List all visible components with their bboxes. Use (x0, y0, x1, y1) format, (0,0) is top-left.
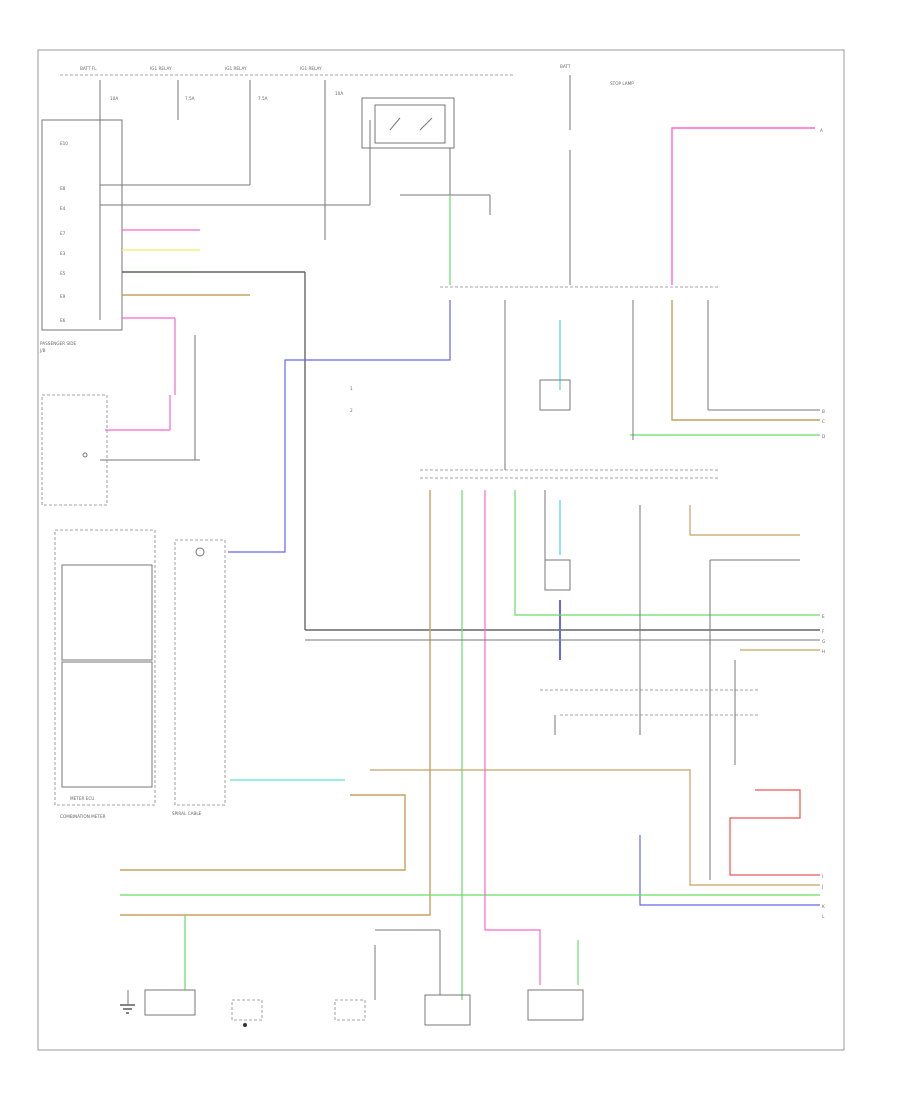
wire-pink-6 (484, 490, 541, 985)
svg-text:B: B (822, 409, 825, 414)
svg-text:E9: E9 (60, 294, 66, 299)
svg-text:D: D (822, 434, 825, 439)
svg-text:J/B: J/B (39, 348, 46, 353)
svg-text:10A: 10A (110, 96, 118, 101)
svg-text:STOP LAMP: STOP LAMP (610, 81, 634, 86)
misc-wires (305, 300, 820, 880)
spiral-cable: SPIRAL CABLE (172, 539, 226, 816)
wire-tan-6 (689, 505, 800, 536)
bottom-components (144, 929, 584, 1026)
svg-text:E3: E3 (60, 251, 66, 256)
svg-text:7.5A: 7.5A (258, 96, 268, 101)
wire-tan-3 (120, 794, 406, 871)
svg-text:BATT FL: BATT FL (80, 66, 97, 71)
wire-tan-5 (671, 300, 820, 421)
svg-text:E4: E4 (60, 206, 66, 211)
svg-text:K: K (822, 904, 825, 909)
svg-text:E10: E10 (60, 141, 68, 146)
brake-actuator-box (539, 379, 571, 411)
combination-meter: COMBINATION METER METER ECU (54, 529, 156, 819)
svg-text:E5: E5 (60, 271, 66, 276)
svg-text:PASSENGER SIDE: PASSENGER SIDE (40, 341, 76, 346)
splice-icon (243, 1023, 247, 1027)
wire-blue-3 (639, 835, 820, 906)
svg-text:L: L (822, 914, 825, 919)
svg-text:F: F (822, 629, 825, 634)
svg-text:E8: E8 (60, 186, 66, 191)
wire-tan-2 (120, 490, 431, 916)
svg-text:10A: 10A (335, 91, 343, 96)
svg-text:COMBINATION METER: COMBINATION METER (60, 814, 106, 819)
diagram-frame (37, 49, 845, 1051)
relay-box (361, 97, 491, 285)
svg-text:E6: E6 (60, 318, 66, 323)
ground-icon (120, 990, 135, 1014)
svg-text:IG1 RELAY: IG1 RELAY (225, 66, 247, 71)
wire-pink-7 (671, 127, 815, 285)
svg-text:BATT: BATT (560, 64, 571, 69)
svg-text:G: G (822, 639, 825, 644)
svg-text:E: E (822, 614, 825, 619)
svg-text:I: I (822, 874, 823, 879)
fuse-row: BATT FL IG1 RELAY IG1 RELAY IG1 RELAY 10… (80, 66, 371, 320)
right-connectors: A B C D E F G H I J K L (820, 128, 825, 919)
wire-green-5 (514, 490, 820, 616)
svg-text:A: A (820, 128, 823, 133)
svg-text:IG1 RELAY: IG1 RELAY (150, 66, 172, 71)
svg-text:C: C (822, 419, 825, 424)
pin-labels: E10 E8 E4 E7 E3 E5 E9 E6 1 2 (60, 141, 353, 413)
battery-feed: BATT STOP LAMP (560, 64, 634, 285)
stop-light-switch (41, 335, 200, 506)
svg-text:E7: E7 (60, 231, 66, 236)
wire-tan-4 (370, 769, 820, 886)
svg-text:J: J (821, 884, 823, 889)
svg-text:H: H (822, 649, 825, 654)
svg-text:1: 1 (350, 386, 353, 391)
svg-text:IG1 RELAY: IG1 RELAY (300, 66, 322, 71)
passenger-fuse-box: PASSENGER SIDE J/B (39, 119, 123, 353)
stop-sensor-box (544, 559, 571, 591)
svg-text:2: 2 (350, 408, 353, 413)
wire-blue-1 (228, 300, 451, 553)
svg-text:7.5A: 7.5A (185, 96, 195, 101)
svg-text:SPIRAL CABLE: SPIRAL CABLE (172, 811, 202, 816)
svg-text:METER ECU: METER ECU (70, 796, 94, 801)
wire-red-1 (729, 789, 820, 876)
